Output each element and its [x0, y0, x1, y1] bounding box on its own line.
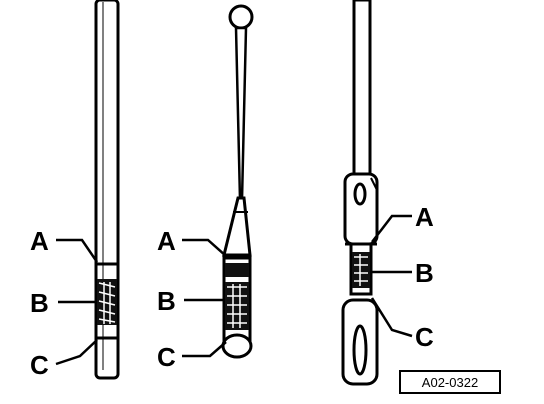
dipstick-right — [341, 0, 379, 386]
label-right-b: B — [415, 258, 434, 288]
dipstick-middle-tip — [221, 333, 253, 359]
dipstick-middle — [221, 4, 254, 359]
dipstick-right-upper-slot — [353, 182, 367, 206]
label-middle-a: A — [157, 226, 176, 256]
dipstick-middle-rod — [234, 26, 248, 202]
label-middle-b: B — [157, 286, 176, 316]
label-left-b: B — [30, 288, 49, 318]
dipstick-right-hatched-zone — [352, 252, 370, 288]
label-left-a: A — [30, 226, 49, 256]
dipstick-left — [94, 0, 120, 380]
leader-middle-a — [182, 238, 227, 257]
label-left-c: C — [30, 350, 49, 380]
leader-right-a — [371, 214, 412, 243]
reference-code-box: A02-0322 — [399, 370, 501, 394]
dipstick-middle-hatched-zone — [225, 282, 249, 330]
dipstick-middle-handle-ring — [228, 4, 254, 30]
label-middle-c: C — [157, 342, 176, 372]
callout-labels: A B C A B C A B C — [30, 202, 434, 380]
leader-left-c — [55, 339, 98, 366]
leader-left-a — [56, 238, 99, 263]
dipstick-right-upper-shaft — [352, 0, 372, 178]
dipstick-right-lower-slot — [352, 324, 368, 376]
label-right-a: A — [415, 202, 434, 232]
label-right-c: C — [415, 322, 434, 352]
reference-code: A02-0322 — [422, 375, 478, 390]
leader-middle-c — [182, 341, 227, 358]
leader-lines — [55, 214, 413, 366]
dipstick-middle-taper — [222, 196, 252, 257]
leader-right-c — [370, 297, 413, 338]
